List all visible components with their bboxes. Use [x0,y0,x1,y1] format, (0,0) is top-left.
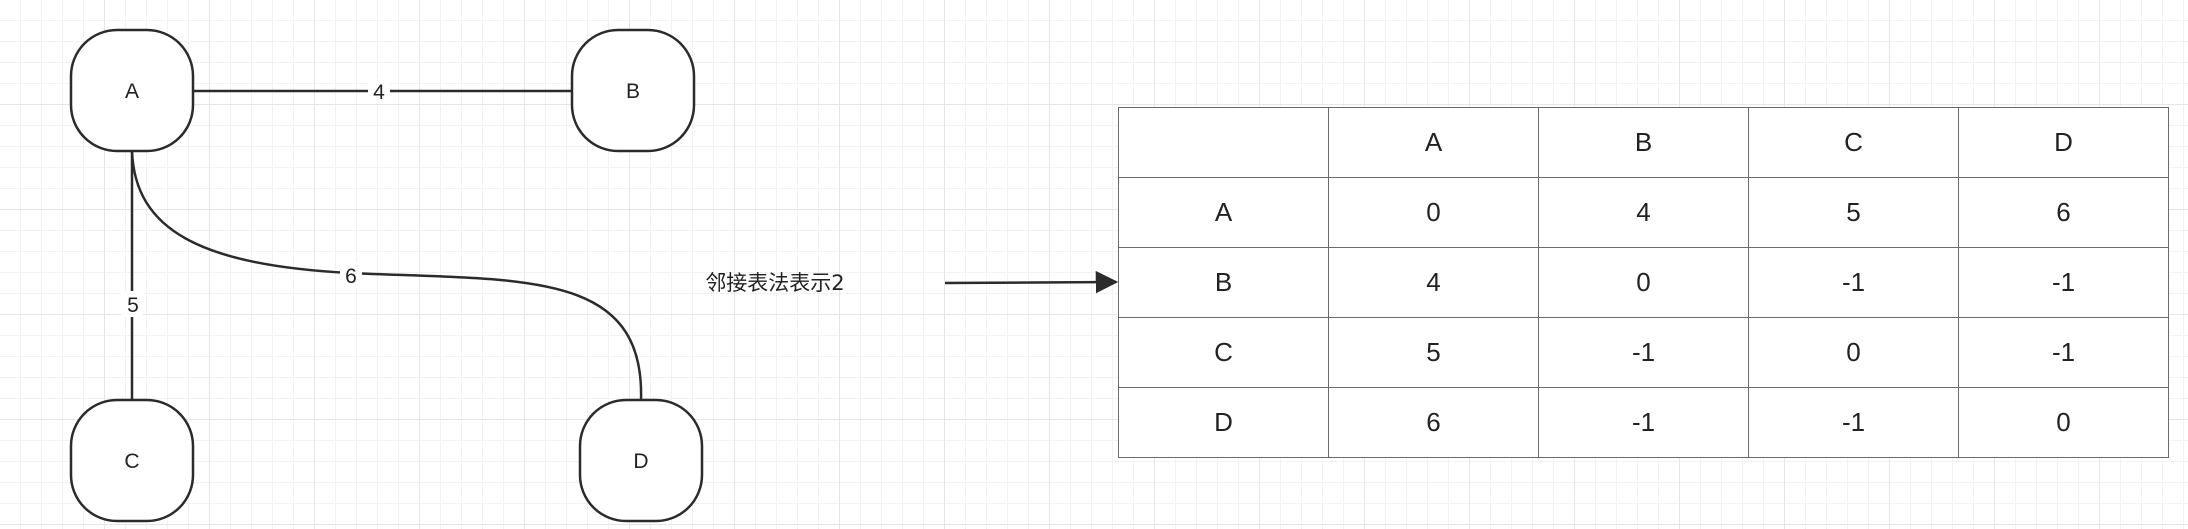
matrix-column-header[interactable]: D [1958,107,2169,178]
node-label-c: C [124,450,139,473]
node-a[interactable]: A [69,28,195,153]
adjacency-matrix-table: A B C D A 0 4 5 6 B 4 0 -1 -1 C 5 -1 0 -… [1118,107,2169,458]
matrix-cell[interactable]: 4 [1328,247,1539,318]
edge-a-c[interactable]: 5 [121,151,143,400]
matrix-column-header[interactable]: A [1328,107,1539,178]
node-c[interactable]: C [69,398,195,523]
matrix-column-header[interactable]: B [1538,107,1749,178]
matrix-column-header[interactable]: C [1748,107,1959,178]
matrix-cell[interactable]: -1 [1538,317,1749,388]
matrix-cell[interactable]: -1 [1958,247,2169,318]
matrix-cell[interactable]: 5 [1328,317,1539,388]
matrix-cell[interactable]: 6 [1328,387,1539,458]
edge-weight-a-d: 6 [345,265,357,288]
matrix-row: C 5 -1 0 -1 [1118,317,2169,388]
edge-a-b[interactable]: 4 [194,78,572,104]
node-d[interactable]: D [578,398,704,523]
matrix-cell[interactable]: 0 [1538,247,1749,318]
matrix-row: D 6 -1 -1 0 [1118,387,2169,458]
matrix-row: A 0 4 5 6 [1118,177,2169,248]
node-label-b: B [626,80,640,103]
matrix-row-header[interactable]: D [1118,387,1329,458]
node-label-a: A [125,80,139,103]
matrix-row-header[interactable]: C [1118,317,1329,388]
edge-weight-a-c: 5 [127,294,139,317]
edge-weight-a-b: 4 [373,81,385,104]
matrix-cell[interactable]: -1 [1748,387,1959,458]
edge-a-d[interactable]: 6 [130,150,643,401]
matrix-cell[interactable]: -1 [1538,387,1749,458]
matrix-cell[interactable]: 4 [1538,177,1749,248]
arrow-to-matrix[interactable] [944,270,1119,294]
matrix-corner-cell[interactable] [1118,107,1329,178]
matrix-row-header[interactable]: B [1118,247,1329,318]
matrix-cell[interactable]: 0 [1958,387,2169,458]
matrix-cell[interactable]: 0 [1748,317,1959,388]
node-label-d: D [633,450,648,473]
node-b[interactable]: B [570,28,696,153]
matrix-cell[interactable]: -1 [1958,317,2169,388]
matrix-row-header[interactable]: A [1118,177,1329,248]
caption-text[interactable]: 邻接表法表示2 [705,271,844,295]
matrix-cell[interactable]: 5 [1748,177,1959,248]
matrix-cell[interactable]: -1 [1748,247,1959,318]
matrix-cell[interactable]: 0 [1328,177,1539,248]
matrix-header-row: A B C D [1118,107,2169,178]
matrix-cell[interactable]: 6 [1958,177,2169,248]
matrix-row: B 4 0 -1 -1 [1118,247,2169,318]
